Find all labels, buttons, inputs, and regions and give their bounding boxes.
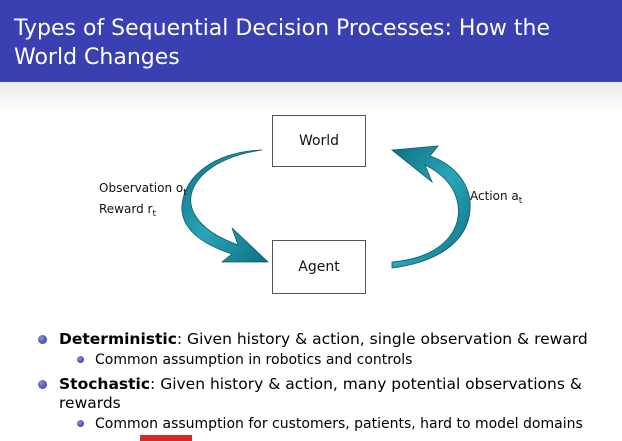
- world-box: World: [272, 115, 366, 167]
- bullet-dot-icon: [38, 380, 47, 389]
- sub-bullet-deterministic: Common assumption in robotics and contro…: [35, 351, 615, 369]
- observation-subscript: t: [183, 188, 187, 198]
- sub-bullet-text: Common assumption for customers, patient…: [95, 416, 583, 432]
- slide-header: Types of Sequential Decision Processes: …: [0, 0, 622, 82]
- bullet-list: Deterministic: Given history & action, s…: [35, 330, 615, 439]
- header-shadow: [0, 82, 622, 112]
- reward-subscript: t: [152, 209, 156, 219]
- observation-label: Observation o: [99, 181, 184, 195]
- bullet-term: Stochastic: [59, 375, 151, 393]
- sub-bullet-dot-icon: [77, 356, 84, 363]
- right-cycle-arrow: [390, 145, 471, 269]
- bullet-text: : Given history & action, many potential…: [59, 375, 582, 412]
- video-progress-marker: [140, 435, 192, 441]
- bullet-term: Deterministic: [59, 330, 177, 348]
- bullet-text: : Given history & action, single observa…: [176, 330, 588, 348]
- sub-bullet-dot-icon: [77, 420, 84, 427]
- left-cycle-arrow: [181, 149, 270, 263]
- bullet-stochastic: Stochastic: Given history & action, many…: [35, 375, 615, 413]
- sub-bullet-stochastic: Common assumption for customers, patient…: [35, 415, 615, 433]
- action-text: Action a: [470, 189, 519, 203]
- action-subscript: t: [518, 196, 523, 206]
- action-label: Action at: [470, 189, 522, 206]
- bullet-deterministic: Deterministic: Given history & action, s…: [35, 330, 615, 349]
- bullet-dot-icon: [38, 335, 47, 344]
- reward-label: Reward r: [99, 202, 153, 216]
- slide-title: Types of Sequential Decision Processes: …: [14, 16, 551, 70]
- agent-box: Agent: [272, 240, 366, 294]
- observation-reward-label: Observation ot Reward rt: [99, 180, 187, 222]
- sub-bullet-text: Common assumption in robotics and contro…: [95, 352, 413, 368]
